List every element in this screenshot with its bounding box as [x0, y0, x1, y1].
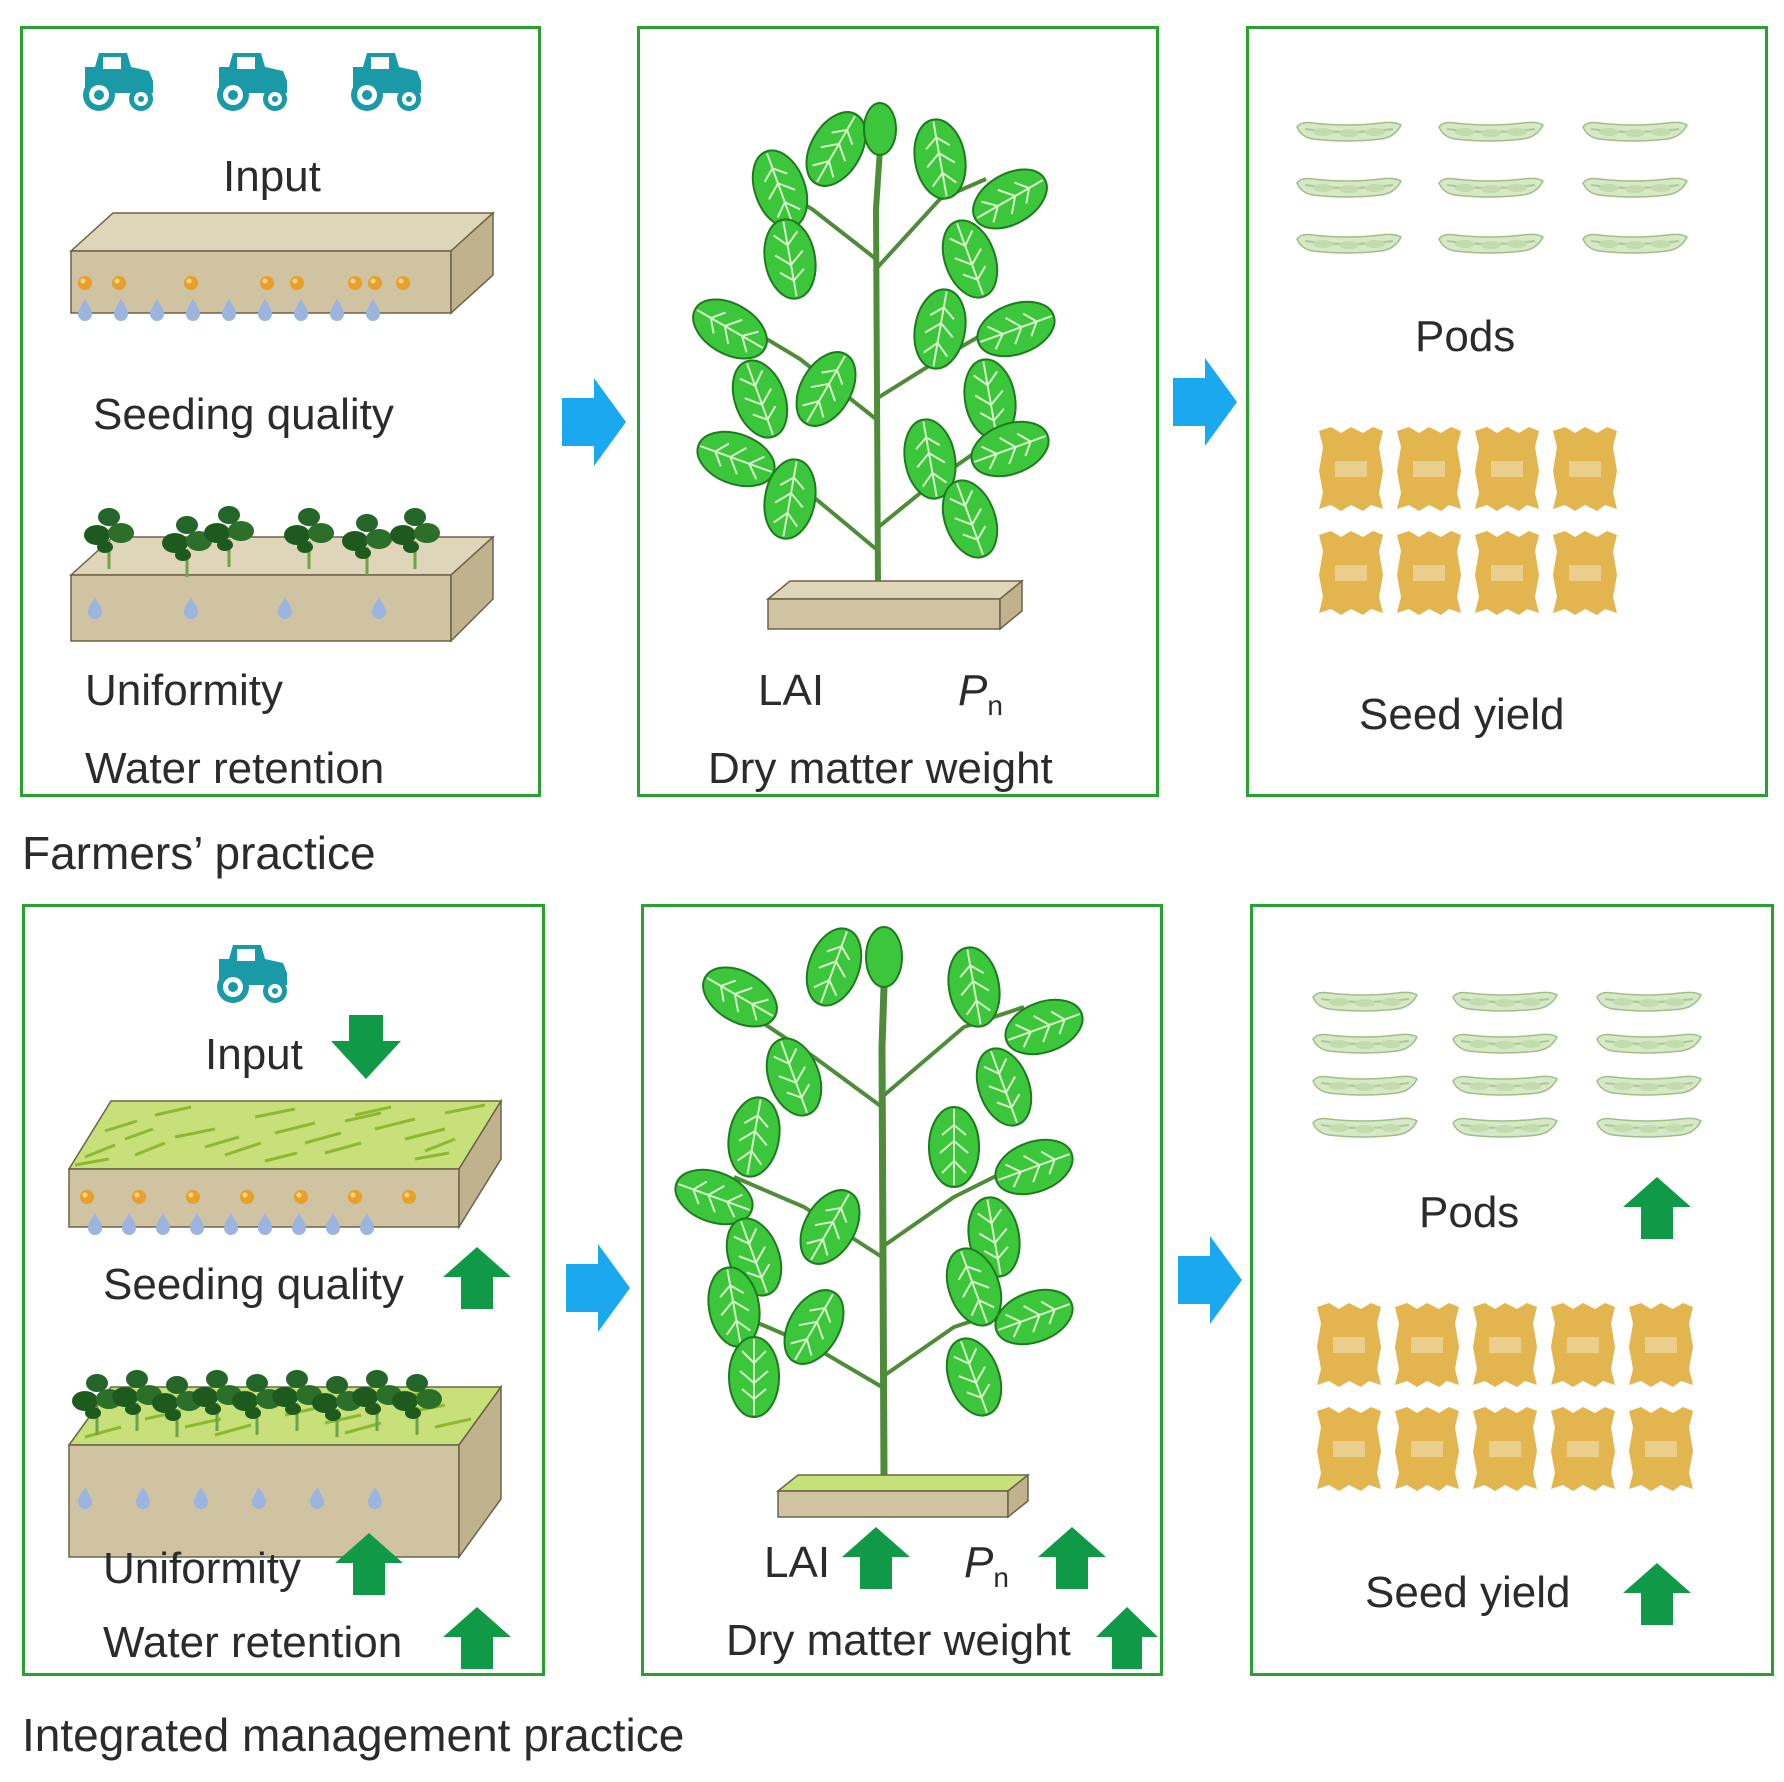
- tractor-icon: [217, 53, 287, 111]
- flow-arrow-icon: [1178, 1236, 1242, 1324]
- seeding-quality-label: Seeding quality: [93, 390, 394, 439]
- soybean-plant-illustration: [681, 100, 1064, 631]
- input-label: Input: [205, 1030, 303, 1079]
- pods-label: Pods: [1415, 312, 1516, 361]
- water-retention-label: Water retention: [85, 744, 385, 793]
- soil-block-seeds-icon: [69, 211, 495, 321]
- increase-arrow-icon: [1623, 1563, 1691, 1625]
- tractor-icon: [83, 53, 153, 111]
- uniformity-label: Uniformity: [103, 1544, 302, 1593]
- tractor-icon: [217, 945, 287, 1003]
- pn-subscript: n: [993, 1562, 1009, 1593]
- flow-arrow-icon: [562, 378, 626, 466]
- pn-letter: P: [958, 666, 988, 715]
- dry-matter-weight-label: Dry matter weight: [708, 744, 1053, 793]
- integrated-yield-illustration: [1312, 991, 1702, 1491]
- seed-bag-icon: [1317, 1303, 1693, 1491]
- pod-icon: [1312, 991, 1702, 1138]
- farmers-yield-panel: Pods Seed yield: [1246, 26, 1768, 797]
- farmers-input-panel: Input Seeding quality Uniformity Water r…: [20, 26, 541, 797]
- leaf-icon: [666, 919, 1092, 1425]
- straw-mulch-soil-seeds-icon: [67, 1098, 503, 1235]
- farmers-growth-panel: LAI Pn Dry matter weight: [637, 26, 1159, 797]
- increase-arrow-icon: [1038, 1527, 1106, 1589]
- water-retention-label: Water retention: [103, 1618, 403, 1667]
- farmers-yield-illustration: [1296, 121, 1688, 615]
- mulched-soil-base-icon: [775, 1473, 1031, 1519]
- lai-label: LAI: [758, 666, 825, 715]
- increase-arrow-icon: [443, 1247, 511, 1309]
- seed-bag-icon: [1319, 427, 1617, 615]
- increase-arrow-icon: [443, 1607, 511, 1669]
- integrated-input-panel: Input Seeding quality Uniformity Water r…: [22, 904, 545, 1676]
- straw-mulch-seedlings-icon: [67, 1368, 503, 1560]
- pn-subscript: n: [987, 690, 1003, 721]
- flow-arrow-icon: [566, 1244, 630, 1332]
- decrease-arrow-icon: [331, 1015, 401, 1079]
- farmers-field-illustration: [69, 53, 495, 643]
- input-label: Input: [223, 152, 321, 201]
- increase-arrow-icon: [842, 1527, 910, 1589]
- farmers-practice-label: Farmers’ practice: [22, 827, 376, 879]
- integrated-management-practice-label: Integrated management practice: [22, 1709, 685, 1761]
- seed-yield-label: Seed yield: [1365, 1568, 1571, 1617]
- pn-label: Pn: [958, 669, 1003, 720]
- integrated-growth-panel: LAI Pn Dry matter weight: [641, 904, 1163, 1676]
- pods-label: Pods: [1419, 1188, 1520, 1237]
- soybean-plant-larger-illustration: [666, 919, 1092, 1519]
- flow-arrow-icon: [1173, 358, 1237, 446]
- increase-arrow-icon: [1623, 1177, 1691, 1239]
- lai-label: LAI: [764, 1538, 831, 1587]
- seeding-quality-label: Seeding quality: [103, 1260, 404, 1309]
- soil-block-seedlings-icon: [69, 504, 495, 643]
- pn-label: Pn: [964, 1541, 1009, 1592]
- pod-icon: [1296, 121, 1688, 254]
- tractor-icon: [351, 53, 421, 111]
- increase-arrow-icon: [335, 1533, 403, 1595]
- pn-letter: P: [964, 1538, 994, 1587]
- dry-matter-weight-label: Dry matter weight: [726, 1616, 1071, 1665]
- leaf-icon: [681, 100, 1064, 567]
- increase-arrow-icon: [1096, 1607, 1158, 1669]
- integrated-yield-panel: Pods Seed yield: [1250, 904, 1774, 1676]
- soil-base-icon: [765, 579, 1025, 631]
- integrated-field-illustration: [67, 945, 503, 1560]
- seed-yield-label: Seed yield: [1359, 690, 1565, 739]
- uniformity-label: Uniformity: [85, 666, 284, 715]
